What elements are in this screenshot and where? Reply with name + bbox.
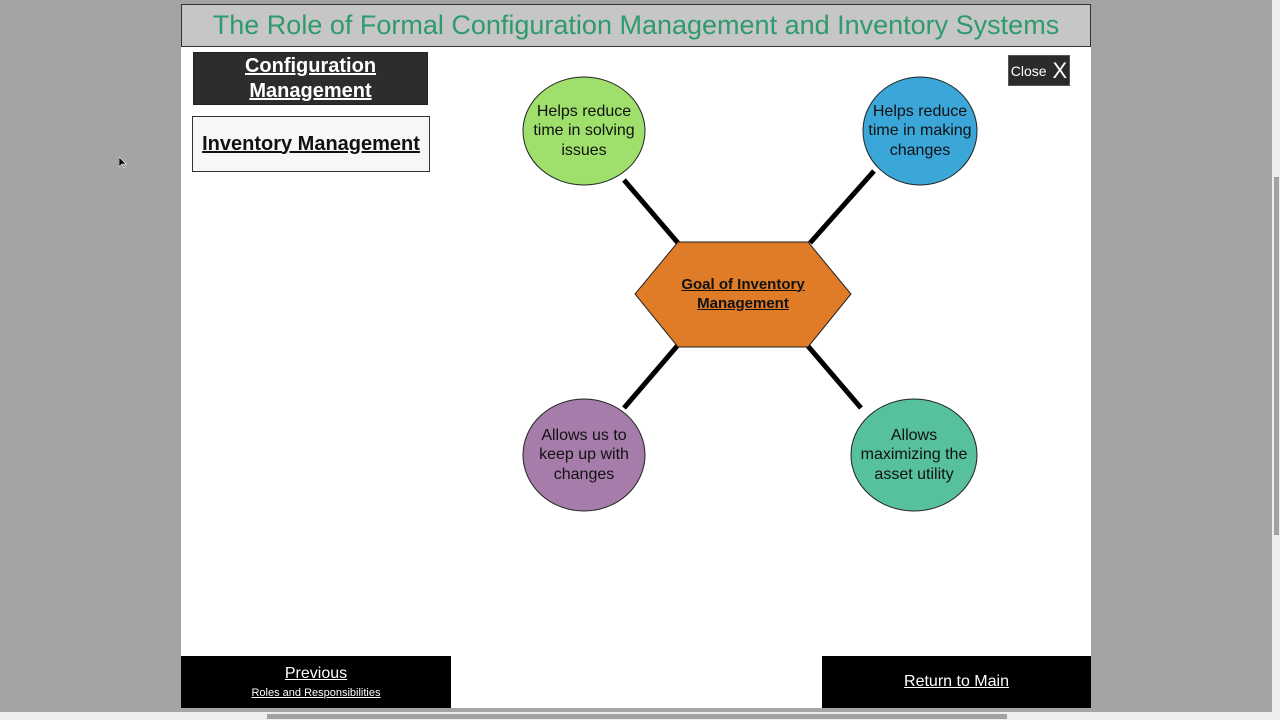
connector-bottom-left <box>622 343 680 410</box>
connector-top-left <box>622 178 680 245</box>
node-label-keep-up: Allows us to keep up with changes <box>539 426 629 483</box>
hub-label: Goal of Inventory Management <box>681 275 805 313</box>
vertical-scrollbar-thumb[interactable] <box>1274 177 1279 535</box>
close-button[interactable]: Close X <box>1008 55 1070 86</box>
node-circle-asset-utility <box>850 398 978 512</box>
hub-hexagon <box>634 241 852 348</box>
previous-sublabel: Roles and Responsibilities <box>251 687 381 699</box>
previous-button[interactable]: Previous Roles and Responsibilities <box>181 656 451 708</box>
connector-top-right <box>808 169 876 245</box>
horizontal-scrollbar-thumb[interactable] <box>267 714 1007 719</box>
close-icon: X <box>1052 57 1068 83</box>
nav-configuration-management[interactable]: Configuration Management <box>193 52 428 105</box>
previous-label: Previous <box>284 665 348 682</box>
close-label: Close <box>1010 62 1047 79</box>
goal-diagram: Goal of Inventory Management Helps reduc… <box>181 4 1091 708</box>
node-circle-solving-issues <box>522 76 646 186</box>
node-circle-making-changes <box>862 76 978 186</box>
nav-label: Inventory Management <box>202 132 420 155</box>
nav-inventory-management[interactable]: Inventory Management <box>192 116 430 172</box>
node-label-solving-issues: Helps reduce time in solving issues <box>533 102 635 159</box>
content-panel: The Role of Formal Configuration Managem… <box>181 4 1091 708</box>
node-label-making-changes: Helps reduce time in making changes <box>868 102 972 159</box>
mouse-cursor-icon <box>119 157 127 169</box>
nav-label: Configuration Management <box>244 54 377 102</box>
title-bar: The Role of Formal Configuration Managem… <box>181 4 1091 47</box>
connector-bottom-right <box>805 343 863 410</box>
return-to-main-button[interactable]: Return to Main <box>822 656 1091 708</box>
return-label: Return to Main <box>904 673 1009 690</box>
diagram-svg <box>522 76 978 512</box>
node-label-asset-utility: Allows maximizing the asset utility <box>860 426 968 483</box>
page-title: The Role of Formal Configuration Managem… <box>212 10 1060 40</box>
node-circle-keep-up <box>522 398 646 512</box>
